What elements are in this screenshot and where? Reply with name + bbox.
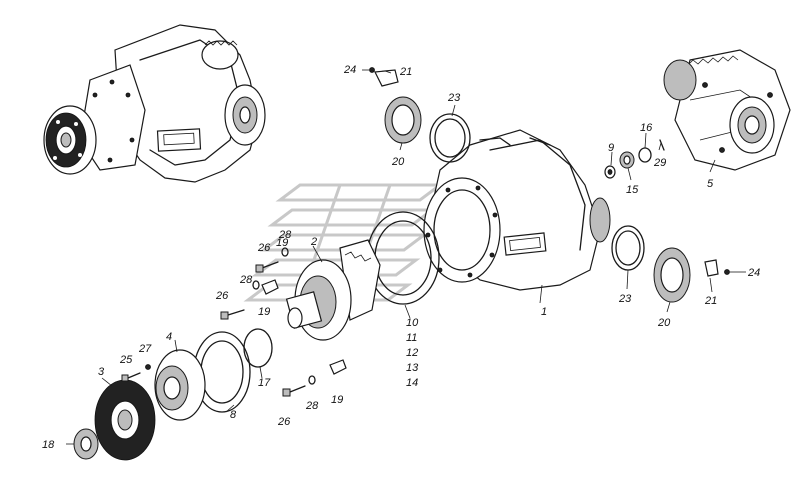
label-18: 18 bbox=[42, 439, 55, 451]
label-26-a: 26 bbox=[257, 242, 271, 254]
thrust-washer bbox=[604, 165, 616, 179]
differential-assembly bbox=[663, 49, 791, 171]
label-28-b: 28 bbox=[239, 274, 253, 286]
label-3: 3 bbox=[98, 366, 105, 378]
label-5: 5 bbox=[707, 178, 714, 190]
label-20-lower: 20 bbox=[657, 317, 671, 329]
lock-plate-upper bbox=[369, 67, 399, 87]
label-19-c: 19 bbox=[276, 237, 288, 249]
bearing-cup-lower bbox=[611, 225, 645, 271]
retaining-ring bbox=[638, 147, 652, 163]
adjusting-nut-upper bbox=[384, 96, 422, 144]
label-10: 10 bbox=[406, 317, 419, 329]
label-17: 17 bbox=[258, 377, 271, 389]
label-23-upper: 23 bbox=[447, 92, 461, 104]
label-24-upper: 24 bbox=[343, 64, 356, 76]
bearing-cover bbox=[154, 349, 206, 421]
label-15: 15 bbox=[626, 184, 639, 196]
label-21-upper: 21 bbox=[399, 66, 412, 78]
label-19-b: 19 bbox=[331, 394, 343, 406]
label-29: 29 bbox=[653, 157, 666, 169]
label-25: 25 bbox=[119, 354, 133, 366]
label-23-lower: 23 bbox=[618, 293, 632, 305]
split-pin bbox=[659, 139, 665, 151]
label-26-c: 26 bbox=[277, 416, 291, 428]
label-13: 13 bbox=[406, 362, 419, 374]
label-19-a: 19 bbox=[258, 306, 270, 318]
lock-plate-lower bbox=[704, 259, 730, 277]
pinion-assembly bbox=[285, 239, 381, 341]
label-28-c: 28 bbox=[305, 400, 319, 412]
label-4: 4 bbox=[166, 331, 172, 343]
axle-right-hub bbox=[224, 84, 266, 146]
castle-nut bbox=[619, 151, 635, 169]
label-20-upper: 20 bbox=[391, 156, 405, 168]
assembled-axle-drawing bbox=[43, 24, 266, 183]
label-2: 2 bbox=[310, 236, 317, 248]
label-24-lower: 24 bbox=[747, 267, 760, 279]
part-number-labels: 1 2 3 4 5 8 9 10 11 12 13 14 15 16 17 18… bbox=[42, 64, 760, 451]
leader-lines bbox=[66, 69, 746, 445]
adjusting-nut-lower bbox=[653, 247, 691, 303]
label-21-lower: 21 bbox=[704, 295, 717, 307]
axle-flange bbox=[43, 105, 97, 175]
label-16: 16 bbox=[640, 122, 653, 134]
flange-nut bbox=[73, 428, 99, 460]
shim-washer bbox=[243, 328, 273, 368]
label-12: 12 bbox=[406, 347, 418, 359]
drive-flange bbox=[94, 379, 156, 461]
label-8: 8 bbox=[230, 409, 237, 421]
label-28-a: 28 bbox=[278, 229, 292, 241]
label-26-b: 26 bbox=[215, 290, 229, 302]
axle-ring-gear bbox=[201, 40, 239, 70]
label-11: 11 bbox=[406, 332, 417, 344]
label-27: 27 bbox=[138, 343, 152, 355]
label-1: 1 bbox=[541, 306, 547, 318]
label-14: 14 bbox=[406, 377, 418, 389]
axle-housing bbox=[423, 129, 611, 291]
label-9: 9 bbox=[608, 142, 614, 154]
bolts-and-washers bbox=[121, 247, 347, 397]
bearing-cup-upper bbox=[429, 113, 471, 163]
